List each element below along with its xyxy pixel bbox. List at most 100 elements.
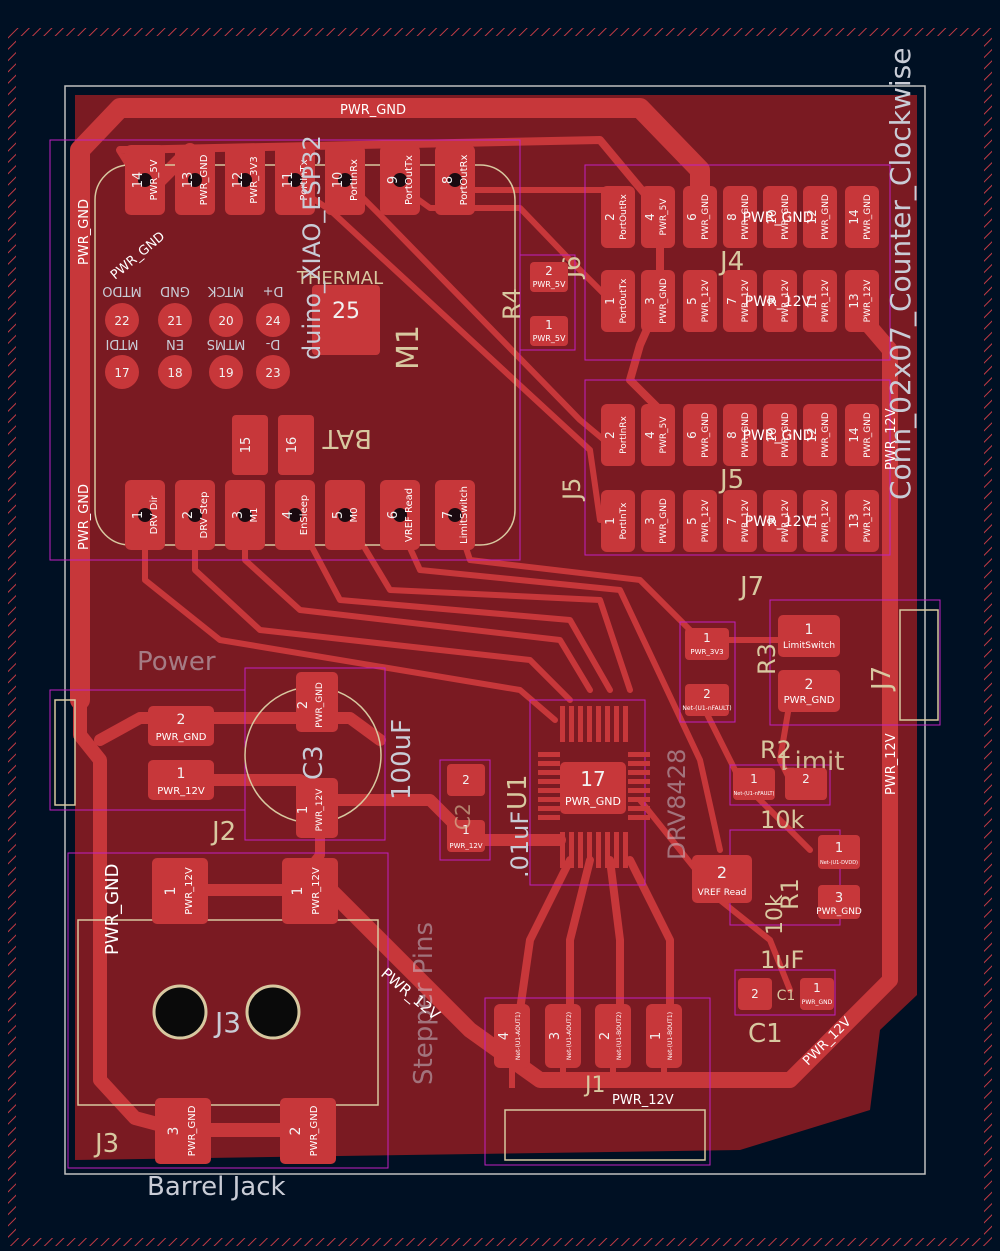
c2-pad-1[interactable] [447, 820, 485, 852]
module-back-pad-24[interactable] [256, 303, 290, 337]
module-back-pad-21[interactable] [158, 303, 192, 337]
j5-bottom-pad-num: 13 [847, 513, 861, 528]
module-back-pad-23[interactable] [256, 355, 290, 389]
c1-pad-2[interactable] [738, 978, 772, 1010]
j4-top-pad-8[interactable] [723, 186, 757, 248]
j2-pad-1[interactable] [148, 760, 214, 800]
j5-bottom-pad-13[interactable] [845, 490, 879, 552]
j7-pad-1[interactable] [778, 615, 840, 657]
module-back-pad-19[interactable] [209, 355, 243, 389]
j3-pad-3-net: PWR_GND [187, 1105, 198, 1156]
module-back-pad-22[interactable] [105, 303, 139, 337]
j4-bottom-pad-num: 3 [643, 297, 657, 305]
thermal-pad[interactable] [312, 285, 380, 355]
r3-pad-2[interactable] [685, 684, 729, 716]
j5-top-group-net: PWR_GND [742, 428, 813, 444]
j7-pad-2[interactable] [778, 670, 840, 712]
j5-bottom-pad-9[interactable] [763, 490, 797, 552]
j4-bottom-pad-1[interactable] [601, 270, 635, 332]
module-back-pad-num: 18 [167, 366, 182, 380]
j4-top-pad-net: PWR_GND [701, 194, 711, 240]
vref-pad[interactable] [692, 855, 752, 903]
j4-bottom-pad-11[interactable] [803, 270, 837, 332]
j5-top-pad-2[interactable] [601, 404, 635, 466]
u1-exposed-pad[interactable] [560, 762, 626, 814]
bat-pad-15[interactable] [232, 415, 268, 475]
u1-pin-top [578, 706, 583, 742]
stepper-pins-label: Stepper Pins [409, 922, 439, 1085]
c3-pad-1[interactable] [296, 778, 338, 838]
r2-pad-1[interactable] [733, 768, 775, 800]
j1-pad-4[interactable] [494, 1004, 530, 1068]
j3-pad-1a[interactable] [152, 858, 208, 924]
j5-top-pad-4[interactable] [641, 404, 675, 466]
j4-bottom-pad-13[interactable] [845, 270, 879, 332]
j1-pad-3[interactable] [545, 1004, 581, 1068]
module-back-pad-18[interactable] [158, 355, 192, 389]
u1-pin-left [538, 761, 560, 766]
u1-pin-right [628, 806, 650, 811]
j4-top-pad-4[interactable] [641, 186, 675, 248]
j4-top-pad-12[interactable] [803, 186, 837, 248]
j5-bottom-pad-num: 7 [725, 517, 739, 525]
u1-pin-left [538, 770, 560, 775]
module-back-pad-20[interactable] [209, 303, 243, 337]
rv1-pad-1[interactable] [818, 835, 860, 869]
c2-pad-2[interactable] [447, 764, 485, 796]
j5-bottom-pad-7[interactable] [723, 490, 757, 552]
j5-top-pad-14[interactable] [845, 404, 879, 466]
r3-pad-1[interactable] [685, 628, 729, 660]
j4-bottom-pad-7[interactable] [723, 270, 757, 332]
module-back-pad-17[interactable] [105, 355, 139, 389]
j5-bottom-pad-5[interactable] [683, 490, 717, 552]
rv1-pad-3[interactable] [818, 885, 860, 919]
j3-pad-3[interactable] [155, 1098, 211, 1164]
bat-pad-15-num: 15 [239, 437, 254, 454]
j4-top-pad-net: PWR_5V [659, 198, 669, 236]
bat-pad-16[interactable] [278, 415, 314, 475]
net-label-12v-right1: PWR_12V [884, 408, 899, 470]
j1-pad-1[interactable] [646, 1004, 682, 1068]
board-title: Conn_02x07_Counter_Clockwise [884, 48, 917, 500]
j5-top-pad-num: 8 [725, 431, 739, 439]
j5-bottom-pad-3[interactable] [641, 490, 675, 552]
r4-pad-2[interactable] [530, 262, 568, 292]
j4-bottom-pad-net: PortOutTx [619, 278, 629, 324]
j3-pad-1b[interactable] [282, 858, 338, 924]
j4-top-pad-6[interactable] [683, 186, 717, 248]
j3-pad-2-num: 2 [288, 1127, 304, 1136]
j2-pad-2[interactable] [148, 706, 214, 746]
j1-pad-2[interactable] [595, 1004, 631, 1068]
j4-top-pad-num: 14 [847, 209, 861, 224]
j7-ref: J7 [738, 572, 764, 602]
j5-bottom-pad-net: PWR_GND [659, 498, 669, 544]
j5-top-pad-10[interactable] [763, 404, 797, 466]
j1-ref: J1 [583, 1073, 606, 1098]
c1-pad-1[interactable] [800, 978, 834, 1010]
u1-pad-17-num: 17 [580, 767, 605, 791]
j5-bottom-pad-1[interactable] [601, 490, 635, 552]
j4-bottom-pad-9[interactable] [763, 270, 797, 332]
module-bottom-drill-1 [138, 508, 152, 522]
j4-bottom-pad-3[interactable] [641, 270, 675, 332]
c3-pad-2-net: PWR_GND [315, 682, 325, 728]
module-top-drill-8 [448, 173, 462, 187]
j5-top-pad-6[interactable] [683, 404, 717, 466]
r2-pad-2[interactable] [785, 768, 827, 800]
r4-pad-1[interactable] [530, 316, 568, 346]
c3-pad-2[interactable] [296, 672, 338, 732]
j4-top-pad-14[interactable] [845, 186, 879, 248]
j4-bottom-pad-5[interactable] [683, 270, 717, 332]
j3-pad-2[interactable] [280, 1098, 336, 1164]
module-top-pad-net: PWR_3V3 [249, 156, 260, 203]
j3-pad-2-net: PWR_GND [309, 1105, 320, 1156]
j3-pad-1b-net: PWR_12V [311, 867, 322, 915]
j4-top-pad-2[interactable] [601, 186, 635, 248]
j5-top-pad-8[interactable] [723, 404, 757, 466]
j5-top-pad-12[interactable] [803, 404, 837, 466]
j5-bottom-pad-11[interactable] [803, 490, 837, 552]
j5-bottom-pad-net: PWR_12V [741, 499, 751, 543]
rv1-pad-1-net: Net-(U1-DVDD) [820, 860, 858, 866]
j4-top-pad-10[interactable] [763, 186, 797, 248]
